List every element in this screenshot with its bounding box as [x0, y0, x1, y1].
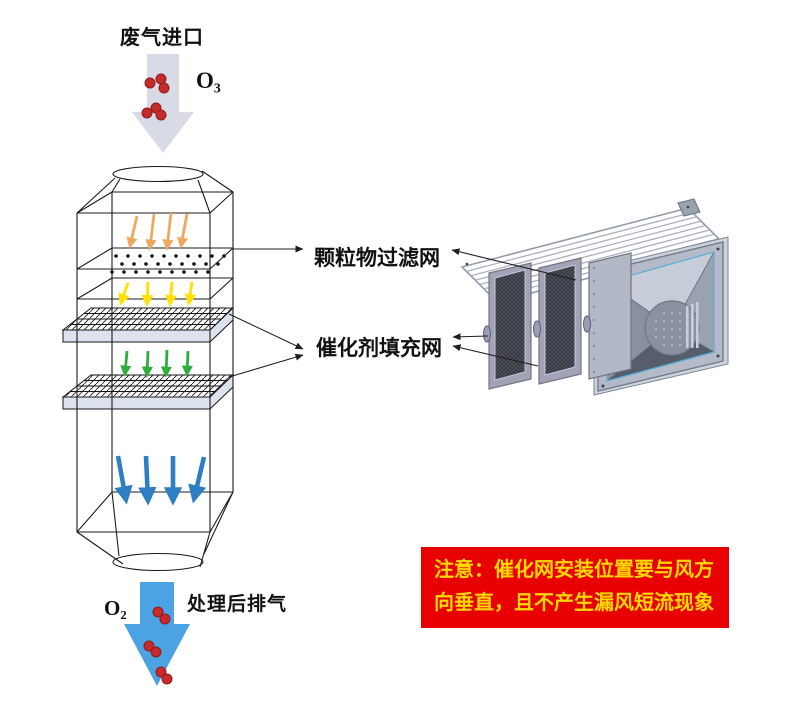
outlet-label: 处理后排气	[187, 594, 288, 615]
filter-assembly-3d	[460, 198, 729, 396]
plenum-slats	[686, 302, 699, 348]
slab2-faces	[62, 373, 234, 411]
fan-plate	[644, 300, 700, 356]
fan-plate-holes	[655, 312, 689, 346]
filter-panel-2	[533, 257, 582, 385]
tower-wireframe	[76, 165, 234, 572]
particle-filter-label: 颗粒物过滤网	[314, 247, 440, 270]
stage2-arrows	[118, 281, 197, 307]
particle-filter-dots	[110, 254, 226, 274]
outlet-arrow-shape	[124, 582, 190, 686]
ozone-label: O₃	[196, 68, 221, 93]
outlet-flow-arrow	[124, 582, 190, 686]
stage3-arrows	[120, 349, 193, 378]
treatment-tower	[61, 165, 235, 572]
notice-line-1: 注意：催化网安装位置要与风方	[434, 559, 714, 581]
ozone-molecules	[141, 73, 170, 121]
inlet-arrow-shape	[132, 54, 194, 153]
panel2-handle	[533, 320, 541, 338]
panel1-handle	[483, 325, 491, 343]
inlet-flow-arrow	[132, 54, 194, 153]
inlet-label: 废气进口	[120, 27, 204, 49]
catalyst-mesh-label: 催化剂填充网	[316, 337, 442, 360]
panel3-handle	[583, 315, 591, 333]
slab-grid-lines	[70, 313, 228, 392]
callout-lines	[228, 245, 577, 378]
stage4-arrows	[114, 455, 207, 506]
panel3-rivets	[593, 267, 595, 373]
filter-panel-1	[483, 262, 532, 390]
notice-line-2: 向垂直，且不产生漏风短流现象	[434, 592, 714, 614]
filter-panel-3	[583, 252, 632, 380]
notice-box: 注意：催化网安装位置要与风方 向垂直，且不产生漏风短流现象	[421, 547, 729, 628]
stage1-arrows	[126, 212, 189, 251]
oxygen-label: O₂	[104, 596, 127, 620]
oxygen-molecules	[143, 606, 173, 685]
